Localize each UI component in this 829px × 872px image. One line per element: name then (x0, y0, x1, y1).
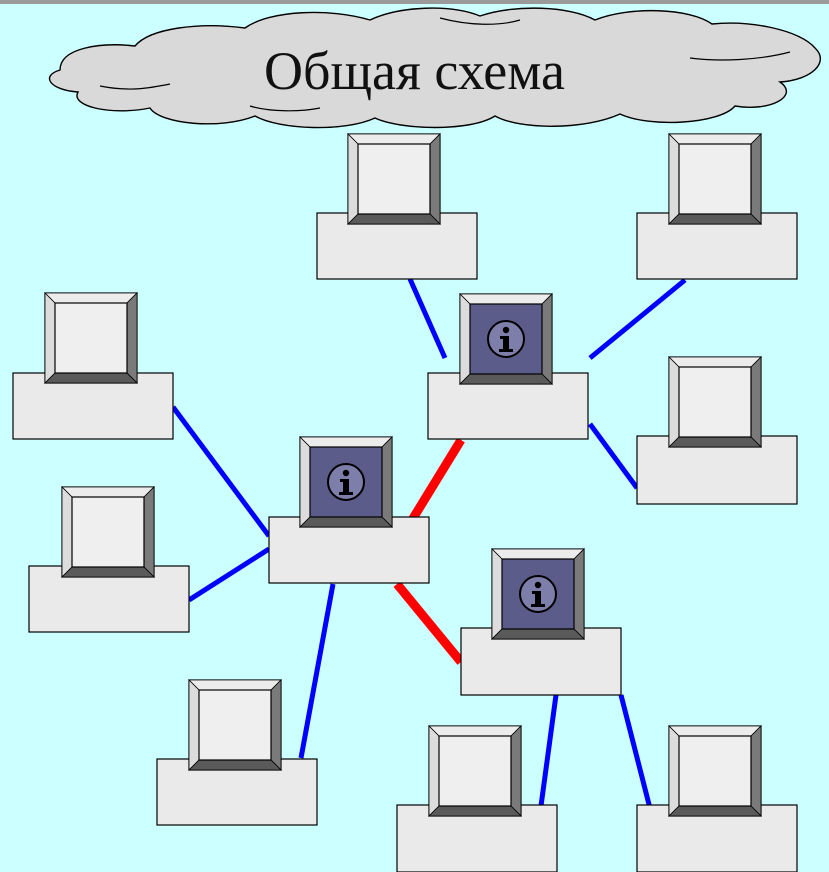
info-icon (519, 575, 557, 613)
workstation-client-left-lower (28, 486, 190, 633)
workstation-client-top-right (636, 133, 798, 280)
monitor-screen (678, 366, 752, 438)
workstation-client-left-upper (12, 292, 174, 440)
monitor-icon (44, 292, 138, 384)
monitor-icon (668, 356, 762, 448)
monitor-icon (428, 725, 522, 817)
title-cloud (48, 7, 822, 129)
cloud-wisp (439, 17, 521, 25)
client-link-server-top-to-client-right (587, 422, 640, 490)
workstation-client-bottom-left (156, 679, 318, 826)
cloud-wisp (689, 51, 791, 61)
workstation-client-bottom-right (636, 725, 798, 872)
client-link-server-top-to-client-top-middle (407, 277, 448, 360)
computer-base (268, 516, 430, 584)
computer-base (460, 627, 622, 696)
monitor-screen (198, 689, 272, 761)
monitor-icon (491, 548, 585, 640)
monitor-screen (54, 302, 128, 374)
monitor-screen (438, 735, 512, 807)
client-link-server-center-to-client-left-upper (170, 405, 272, 538)
cloud-wisp (99, 83, 171, 90)
monitor-icon (299, 436, 393, 528)
server-server-bottom (460, 548, 622, 696)
info-icon (327, 463, 365, 501)
monitor-screen (357, 143, 431, 215)
workstation-client-bottom-middle (396, 725, 558, 872)
monitor-screen (71, 496, 145, 568)
workstation-client-top-middle (316, 133, 478, 280)
monitor-screen (678, 735, 752, 807)
monitor-icon (347, 133, 441, 225)
client-link-server-center-to-client-left-lower (187, 546, 271, 603)
monitor-icon (188, 679, 282, 771)
monitor-screen (678, 143, 752, 215)
cloud-wisp (249, 105, 321, 112)
server-server-top (427, 293, 589, 440)
client-link-server-top-to-client-top-right (588, 278, 687, 360)
computer-base (12, 372, 174, 440)
monitor-icon (459, 293, 553, 385)
workstation-client-right (636, 356, 798, 505)
server-link-server-center-to-server-bottom (393, 581, 465, 665)
top-divider (0, 0, 829, 4)
monitor-icon (61, 486, 155, 578)
info-icon (487, 320, 525, 358)
monitor-icon (668, 725, 762, 817)
client-link-server-bottom-to-client-bottom-right (618, 694, 657, 825)
client-link-server-center-to-client-bottom-left (298, 583, 336, 759)
server-link-server-center-to-server-top (408, 437, 465, 523)
server-server-center (268, 436, 430, 584)
client-link-server-bottom-to-client-bottom-middle (538, 694, 559, 807)
monitor-icon (668, 133, 762, 225)
